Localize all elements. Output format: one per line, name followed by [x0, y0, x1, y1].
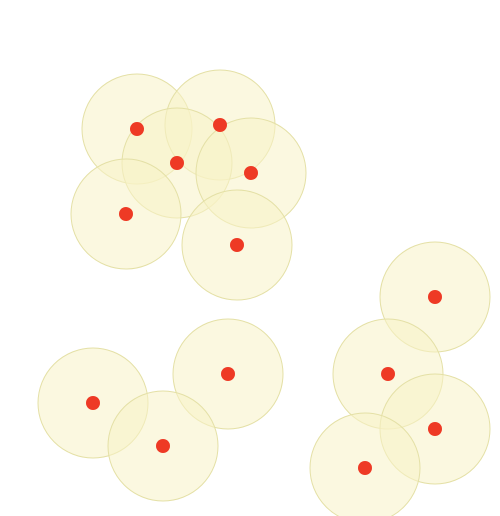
site-dot	[86, 396, 100, 410]
site-dot	[170, 156, 184, 170]
site-dot	[130, 122, 144, 136]
site-dot	[230, 238, 244, 252]
site-dot	[156, 439, 170, 453]
site-dot	[428, 422, 442, 436]
site-dot	[244, 166, 258, 180]
site-dot	[119, 207, 133, 221]
site-dots-layer	[86, 118, 442, 475]
site-dot	[428, 290, 442, 304]
site-dot	[358, 461, 372, 475]
site-dot	[221, 367, 235, 381]
site-dot	[381, 367, 395, 381]
site-dot	[213, 118, 227, 132]
